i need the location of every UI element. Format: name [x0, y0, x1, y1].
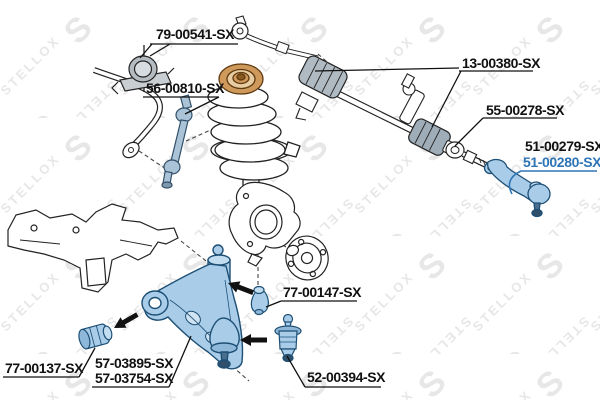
rack-bellows-right — [408, 118, 451, 156]
callout-57-03754: 57-03754-SX — [95, 370, 174, 386]
control-arm-highlighted-drawing — [141, 244, 244, 370]
callout-51-00279: 51-00279-SX — [525, 138, 600, 154]
callout-13-00380: 13-00380-SX — [462, 55, 541, 71]
assembly-arrows — [114, 281, 267, 346]
steering-knuckle-drawing — [228, 181, 301, 267]
bushing-77-00137-drawing — [78, 323, 113, 350]
callout-77-00137: 77-00137-SX — [5, 360, 84, 376]
bushing-77-00147-drawing — [250, 285, 269, 316]
steering-rack-drawing — [295, 55, 462, 158]
rack-bellows-left — [298, 55, 348, 99]
callout-77-00147: 77-00147-SX — [283, 284, 362, 300]
coil-spring-strut-drawing — [207, 63, 301, 219]
tie-rod-end-highlighted-drawing — [483, 158, 551, 218]
inner-tie-rod-drawing — [445, 141, 490, 169]
callout-55-00278: 55-00278-SX — [486, 102, 565, 118]
callout-79-00541: 79-00541-SX — [156, 26, 235, 42]
callout-leader-lines — [3, 43, 557, 388]
stabilizer-bushing-drawing — [111, 55, 175, 95]
assembly-arrow — [114, 312, 139, 328]
assembly-arrow — [228, 281, 255, 296]
callout-52-00394: 52-00394-SX — [307, 369, 386, 385]
assembly-arrow — [240, 334, 267, 346]
wheel-hub-drawing — [285, 235, 329, 281]
callout-51-00280-highlighted: 51-00280-SX — [523, 154, 600, 170]
callout-57-03895: 57-03895-SX — [95, 355, 174, 371]
strut-mount-drawing — [218, 63, 264, 95]
rack-pinion — [399, 73, 425, 125]
sway-bar-link-drawing — [161, 94, 193, 189]
highlight-callout-leader — [508, 170, 597, 195]
callout-56-00810: 56-00810-SX — [146, 80, 225, 96]
subframe-drawing — [7, 203, 179, 293]
ball-joint-52-00394-drawing — [274, 313, 302, 363]
control-arm-ball-joint — [209, 317, 240, 369]
outer-tie-rod-top-drawing — [231, 15, 319, 61]
